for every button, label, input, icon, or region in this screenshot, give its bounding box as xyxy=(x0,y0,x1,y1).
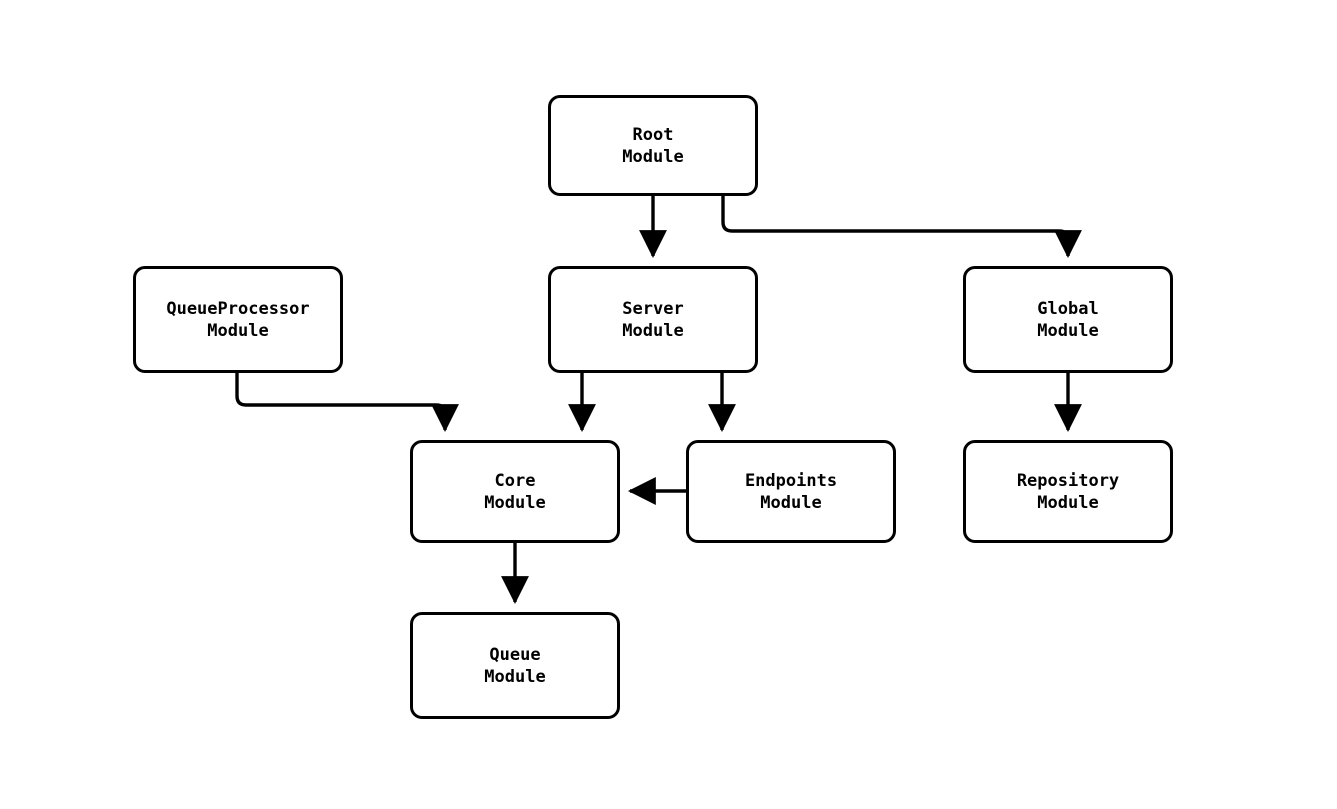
node-server-module[interactable]: Server Module xyxy=(548,266,758,373)
node-repository-module-label-line2: Module xyxy=(1037,492,1099,513)
node-server-module-label-line1: Server xyxy=(622,298,684,319)
node-global-module-label-line2: Module xyxy=(1037,320,1099,341)
node-queue-module[interactable]: Queue Module xyxy=(410,612,620,719)
node-endpoints-module-label-line1: Endpoints xyxy=(744,470,838,491)
node-root-module-label-line1: Root xyxy=(632,124,674,145)
node-core-module[interactable]: Core Module xyxy=(410,440,620,543)
node-root-module[interactable]: Root Module xyxy=(548,95,758,196)
node-core-module-label-line1: Core xyxy=(494,470,536,491)
node-queue-module-label-line1: Queue xyxy=(489,644,541,665)
node-root-module-label-line2: Module xyxy=(622,146,684,167)
node-endpoints-module[interactable]: Endpoints Module xyxy=(686,440,896,543)
node-queueprocessor-module[interactable]: QueueProcessor Module xyxy=(133,266,343,373)
node-queueprocessor-module-label-line2: Module xyxy=(207,320,269,341)
node-global-module[interactable]: Global Module xyxy=(963,266,1173,373)
node-repository-module[interactable]: Repository Module xyxy=(963,440,1173,543)
node-queue-module-label-line2: Module xyxy=(484,666,546,687)
node-endpoints-module-label-line2: Module xyxy=(760,492,822,513)
edge-queueprocessor-to-core xyxy=(235,373,459,433)
node-global-module-label-line1: Global xyxy=(1037,298,1099,319)
node-queueprocessor-module-label-line1: QueueProcessor xyxy=(166,298,310,319)
edge-root-to-global xyxy=(721,196,1082,259)
node-core-module-label-line2: Module xyxy=(484,492,546,513)
node-server-module-label-line2: Module xyxy=(622,320,684,341)
node-repository-module-label-line1: Repository xyxy=(1016,470,1120,491)
